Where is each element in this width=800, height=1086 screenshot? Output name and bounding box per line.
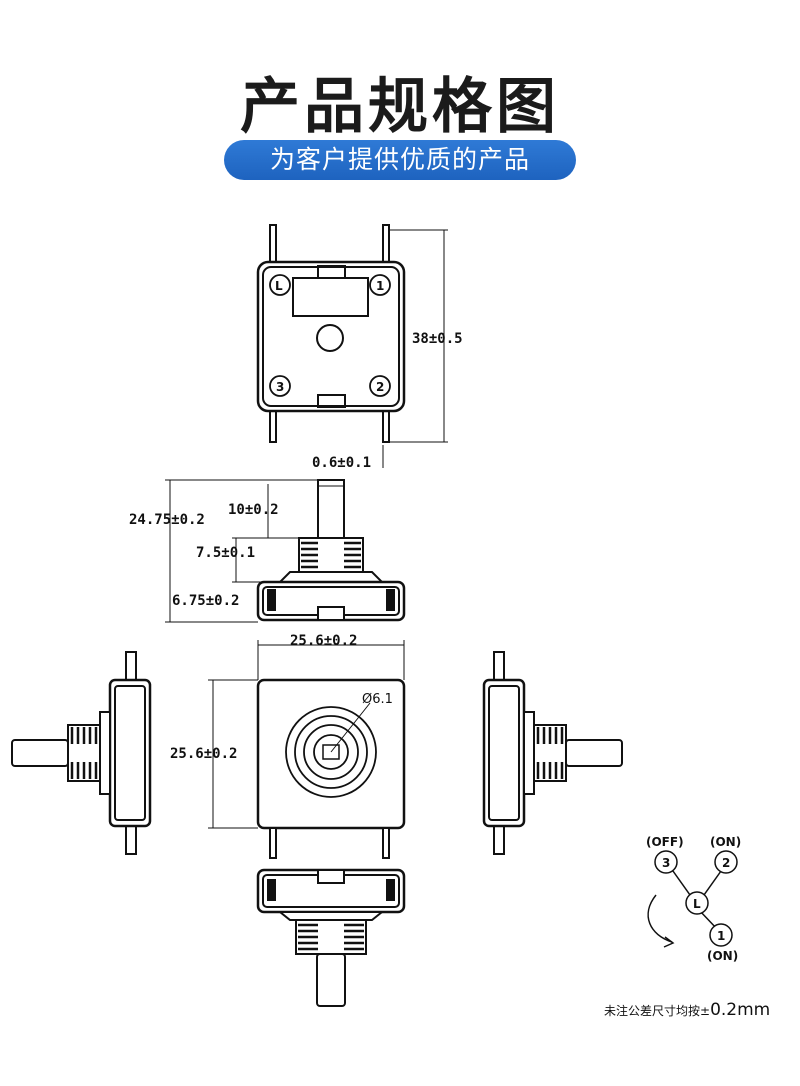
right-view: [482, 651, 623, 855]
terminal-label-l: L: [275, 279, 283, 293]
dimension-height: [389, 229, 448, 443]
subtitle-banner: 为客户提供优质的产品: [224, 140, 576, 180]
tolerance-note: 未注公差尺寸均按±0.2mm: [604, 1000, 770, 1020]
dim-total-height-label: 24.75±0.2: [129, 512, 205, 528]
top-view: [256, 224, 406, 443]
dim-height-label: 38±0.5: [412, 331, 463, 347]
bottom-view: [256, 868, 406, 1007]
switch-position-diagram: [647, 850, 738, 948]
switch-center-l: L: [693, 897, 701, 911]
front-dimension-lines: [208, 640, 405, 829]
dim-shaft-diameter-label: Ø6.1: [362, 692, 393, 707]
dim-pin-label: 0.6±0.1: [312, 455, 371, 471]
tolerance-value: 0.2mm: [710, 1000, 771, 1020]
switch-pos1: 1: [717, 929, 725, 943]
left-view: [11, 651, 152, 855]
side-dimension-lines: [165, 479, 318, 623]
switch-pos2-state: (ON): [710, 835, 741, 849]
dim-thread-length-label: 7.5±0.1: [196, 545, 255, 561]
dim-base-height-label: 6.75±0.2: [172, 593, 239, 609]
front-view: [256, 678, 406, 859]
switch-pos1-state: (ON): [707, 949, 738, 963]
tolerance-note-text: 未注公差尺寸均按±: [604, 1004, 711, 1018]
switch-pos2: 2: [722, 856, 730, 870]
page-title: 产品规格图: [240, 72, 560, 142]
switch-pos3-state: (OFF): [646, 835, 684, 849]
terminal-label-2: 2: [376, 380, 384, 394]
terminal-label-3: 3: [276, 380, 284, 394]
dim-width-label: 25.6±0.2: [290, 633, 357, 649]
dim-depth-label: 25.6±0.2: [170, 746, 237, 762]
side-view: [256, 479, 406, 622]
dim-shaft-length-label: 10±0.2: [228, 502, 279, 518]
terminal-label-1: 1: [376, 279, 384, 293]
switch-pos3: 3: [662, 856, 670, 870]
